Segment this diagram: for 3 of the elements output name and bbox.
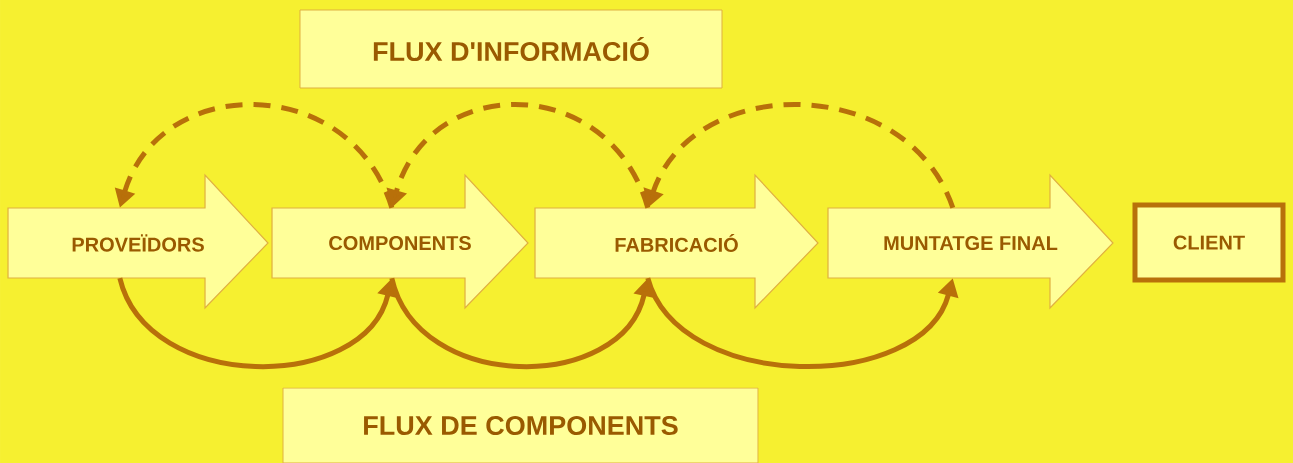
heading-box: FLUX DE COMPONENTS [282,387,759,463]
heading-box: FLUX D'INFORMACIÓ [299,9,723,89]
client-box: CLIENT [1132,202,1286,283]
